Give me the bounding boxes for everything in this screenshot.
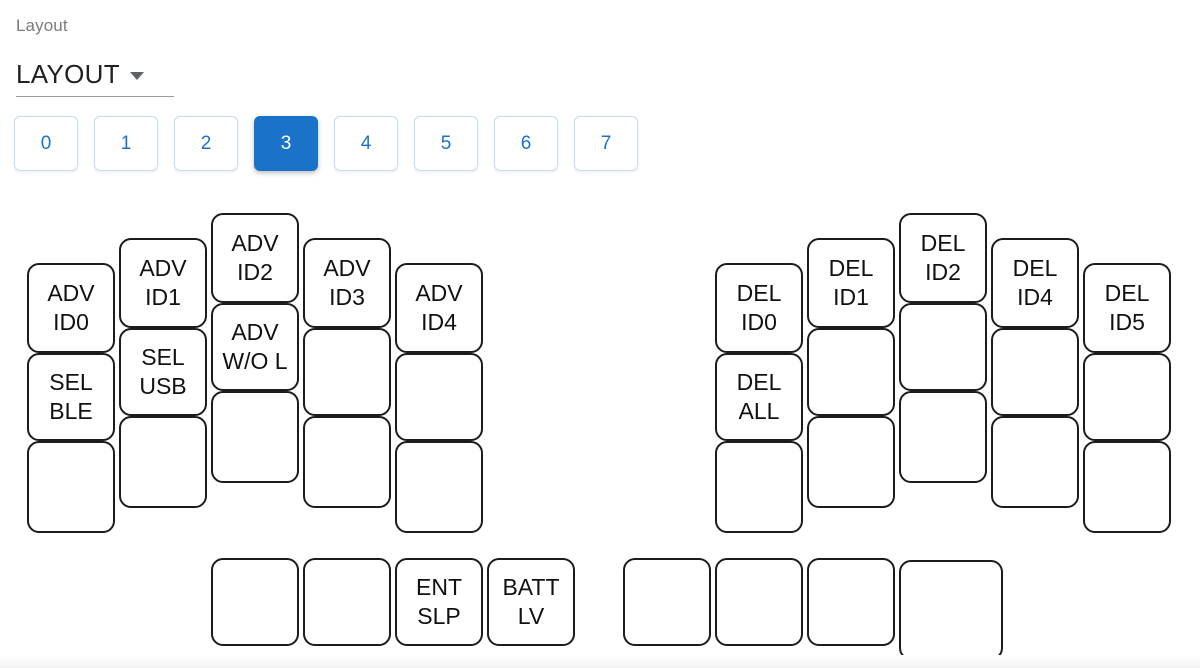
key-label-bottom: ALL [738,398,780,424]
key[interactable]: ENT SLP [395,558,483,646]
layer-button-0[interactable]: 0 [14,116,78,171]
key-label-bottom: SLP [417,603,461,629]
key[interactable]: BATT LV [487,558,575,646]
key-label-top: SEL [49,368,93,395]
key[interactable] [807,558,895,646]
key-label-top: DEL [1104,279,1150,306]
key[interactable]: DEL ID1 [807,238,895,328]
key[interactable] [715,558,803,646]
key-label-bottom: ID4 [421,309,457,335]
key[interactable] [715,441,803,533]
layer-button-4[interactable]: 4 [334,116,398,171]
key[interactable] [211,391,299,483]
key-label-bottom: ID3 [329,284,365,310]
key-label-top: DEL [1012,254,1058,281]
key[interactable] [899,303,987,391]
key[interactable] [1083,353,1171,441]
key[interactable] [303,328,391,416]
key-label-bottom: ID5 [1109,309,1145,335]
key[interactable]: DEL ID0 [715,263,803,353]
key[interactable]: ADV ID0 [27,263,115,353]
key[interactable] [395,353,483,441]
key[interactable] [807,416,895,508]
key[interactable] [623,558,711,646]
key[interactable] [991,416,1079,508]
key-label-top: ADV [323,254,371,281]
key-label-bottom: W/O L [222,348,288,374]
key-label-bottom: BLE [49,398,93,424]
key-label-top: SEL [141,343,185,370]
key-label-top: ADV [139,254,187,281]
key-label-top: ADV [231,229,279,256]
key-label-bottom: ID2 [237,259,273,285]
layer-button-7[interactable]: 7 [574,116,638,171]
layer-button-5[interactable]: 5 [414,116,478,171]
key[interactable]: DEL ID5 [1083,263,1171,353]
key-label-bottom: ID0 [53,309,89,335]
key-label-bottom: USB [139,373,187,399]
key[interactable]: ADV ID2 [211,213,299,303]
key-label-top: ADV [415,279,463,306]
key[interactable] [211,558,299,646]
key[interactable]: ADV ID1 [119,238,207,328]
key-label-top: DEL [736,368,782,395]
key[interactable] [119,416,207,508]
layer-button-3[interactable]: 3 [254,116,318,171]
key[interactable]: ADV ID4 [395,263,483,353]
layout-select-value: LAYOUT [16,59,120,89]
key-label-bottom: LV [517,603,545,629]
key-label-bottom: ID4 [1017,284,1053,310]
layout-field-label: Layout [16,16,68,35]
key-label-top: BATT [502,573,560,600]
key-label-top: DEL [736,279,782,306]
key-label-top: ADV [47,279,95,306]
layer-button-6[interactable]: 6 [494,116,558,171]
layout-select[interactable]: LAYOUT [16,52,174,97]
key[interactable] [807,328,895,416]
key[interactable]: ADV ID3 [303,238,391,328]
layer-button-2[interactable]: 2 [174,116,238,171]
key[interactable]: DEL ALL [715,353,803,441]
page-bottom-edge [0,655,1200,668]
key-label-bottom: ID1 [833,284,869,310]
key-label-top: DEL [828,254,874,281]
chevron-down-icon [129,72,144,80]
key[interactable] [991,328,1079,416]
key-label-bottom: ID2 [925,259,961,285]
key[interactable] [899,391,987,483]
key[interactable]: ADV W/O L [211,303,299,391]
key[interactable] [303,416,391,508]
key-label-top: DEL [920,229,966,256]
key[interactable] [1083,441,1171,533]
key-label-top: ENT [416,573,462,600]
key[interactable]: DEL ID2 [899,213,987,303]
key[interactable] [899,560,1003,660]
key-label-bottom: ID0 [741,309,777,335]
layer-button-1[interactable]: 1 [94,116,158,171]
key[interactable]: SEL BLE [27,353,115,441]
key-label-bottom: ID1 [145,284,181,310]
key[interactable] [395,441,483,533]
key-label-top: ADV [231,318,279,345]
key[interactable]: SEL USB [119,328,207,416]
key[interactable] [303,558,391,646]
key[interactable]: DEL ID4 [991,238,1079,328]
key[interactable] [27,441,115,533]
